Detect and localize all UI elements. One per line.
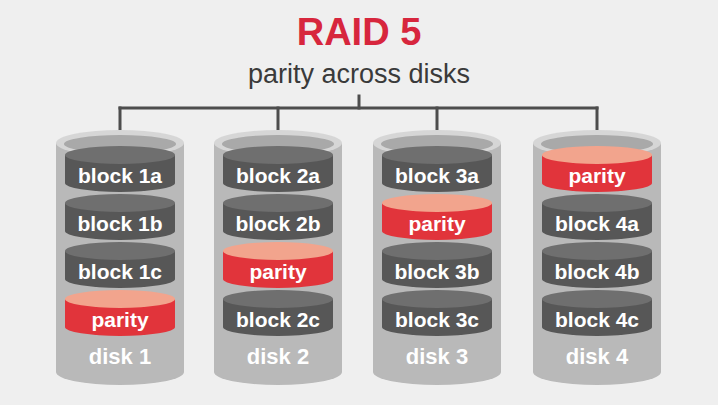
block-label: block 1b [77, 212, 162, 236]
block-label: block 2b [235, 212, 320, 236]
block-label-box: block 1c [65, 257, 175, 287]
data-block: block 4c [542, 290, 652, 336]
block-label-box: parity [223, 257, 333, 287]
disk-label-box: disk 2 [214, 338, 342, 376]
block-label-box: block 1a [65, 161, 175, 191]
data-block: block 2a [223, 146, 333, 192]
disk-label: disk 1 [89, 344, 151, 370]
block-label-box: block 1b [65, 209, 175, 239]
data-block: block 2c [223, 290, 333, 336]
data-block: block 4b [542, 242, 652, 288]
block-label-box: parity [542, 161, 652, 191]
data-block: block 3c [382, 290, 492, 336]
subtitle: parity across disks [0, 58, 718, 90]
block-label-box: block 3b [382, 257, 492, 287]
disk-cylinder: block 3a parity block 3b block 3c disk 3 [373, 130, 501, 385]
block-label-box: block 3a [382, 161, 492, 191]
disk-label: disk 4 [566, 344, 628, 370]
block-label: block 4a [555, 212, 639, 236]
block-label: parity [408, 212, 465, 236]
block-label-box: block 4a [542, 209, 652, 239]
parity-block: parity [542, 146, 652, 192]
block-label-box: block 4c [542, 305, 652, 335]
block-label: block 1c [78, 260, 162, 284]
disk-cylinder: block 1a block 1b block 1c parity disk 1 [56, 130, 184, 385]
disk-label-box: disk 4 [533, 338, 661, 376]
disk-cylinder: parity block 4a block 4b block 4c disk 4 [533, 130, 661, 385]
tree-line [120, 107, 597, 110]
data-block: block 1a [65, 146, 175, 192]
disk-cylinder: block 2a block 2b parity block 2c disk 2 [214, 130, 342, 385]
block-label: block 2c [236, 308, 320, 332]
block-label-box: parity [382, 209, 492, 239]
block-label: block 1a [78, 164, 162, 188]
data-block: block 4a [542, 194, 652, 240]
block-label: parity [249, 260, 306, 284]
block-label-box: block 2b [223, 209, 333, 239]
block-label-box: block 2c [223, 305, 333, 335]
block-label: block 3b [394, 260, 479, 284]
disk-label-box: disk 1 [56, 338, 184, 376]
data-block: block 2b [223, 194, 333, 240]
block-label: block 3a [395, 164, 479, 188]
block-label-box: block 2a [223, 161, 333, 191]
parity-block: parity [65, 290, 175, 336]
block-label-box: block 3c [382, 305, 492, 335]
block-label: block 3c [395, 308, 479, 332]
parity-block: parity [223, 242, 333, 288]
disk-label-box: disk 3 [373, 338, 501, 376]
diagram-title: RAID 5 [0, 10, 718, 56]
block-label-box: block 4b [542, 257, 652, 287]
block-label: block 2a [236, 164, 320, 188]
disk-label: disk 2 [247, 344, 309, 370]
data-block: block 3b [382, 242, 492, 288]
block-label: parity [91, 308, 148, 332]
block-label-box: parity [65, 305, 175, 335]
parity-block: parity [382, 194, 492, 240]
block-label: block 4b [554, 260, 639, 284]
data-block: block 3a [382, 146, 492, 192]
data-block: block 1c [65, 242, 175, 288]
block-label: block 4c [555, 308, 639, 332]
data-block: block 1b [65, 194, 175, 240]
disk-label: disk 3 [406, 344, 468, 370]
block-label: parity [568, 164, 625, 188]
tree-line [358, 96, 361, 108]
